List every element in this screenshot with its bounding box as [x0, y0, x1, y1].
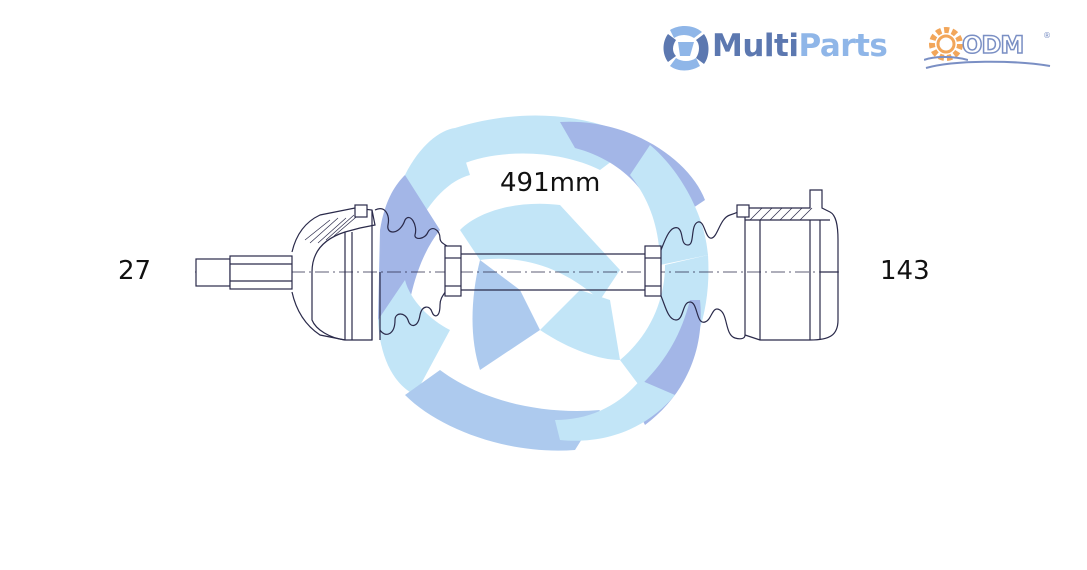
odm-underline-swoosh	[925, 60, 1051, 69]
brand-name-parts: Parts	[798, 28, 888, 64]
brand-name: MultiParts	[712, 28, 888, 64]
multiparts-logo-icon	[663, 26, 709, 71]
brand-name-multi: Multi	[712, 28, 799, 64]
shaft-length-label: 491mm	[500, 168, 601, 198]
odm-brand-name: ODM	[961, 30, 1025, 60]
right-spline-count: 143	[880, 256, 930, 286]
left-spline-count: 27	[118, 256, 152, 286]
odm-gear-icon	[924, 27, 968, 61]
odm-registered-mark: ®	[1043, 31, 1051, 40]
